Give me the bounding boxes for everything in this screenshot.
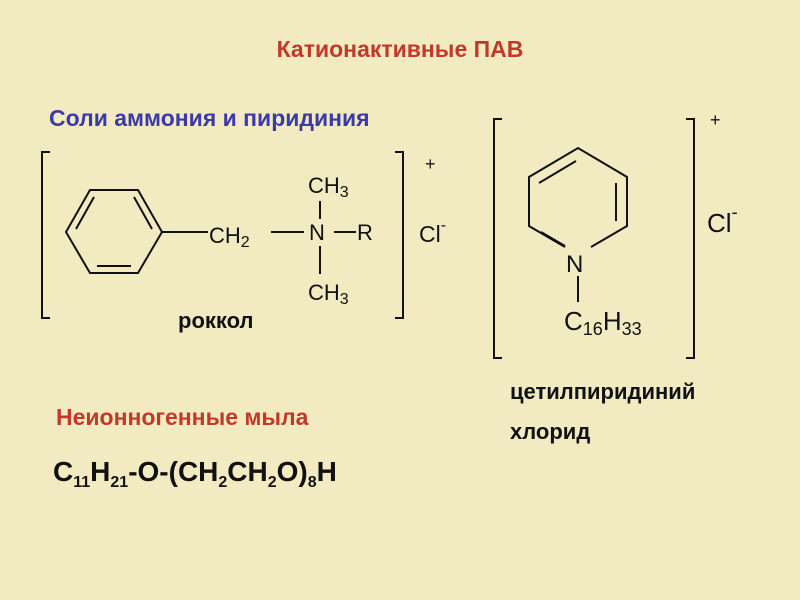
slide-title: Катионактивные ПАВ: [276, 36, 524, 62]
cetylpyridinium-structure: N C16H33 + Cl-: [493, 110, 738, 359]
nonionic-soaps-heading: Неионногенные мыла: [56, 404, 309, 430]
roccal-cation-charge: +: [425, 154, 436, 174]
ch2-group: CH2: [209, 223, 250, 251]
roccal-r-group: R: [357, 220, 373, 245]
roccal-nitrogen: N: [309, 220, 325, 245]
cetylpyridinium-left-bracket: [493, 118, 502, 359]
ch3-top-group: CH3: [308, 173, 349, 201]
cetylpyridinium-name-line2: хлорид: [510, 419, 591, 444]
ch3-bottom-group: CH3: [308, 280, 349, 308]
cetyl-chain: C16H33: [564, 306, 642, 339]
roccal-structure: CH2 CH3 CH3 N R + Cl-: [41, 151, 446, 319]
cetylpyridinium-chloride-anion: Cl-: [707, 202, 738, 238]
roccal-chloride-anion: Cl-: [419, 217, 446, 247]
pyridine-ring: [528, 146, 628, 248]
subtitle-ammonium-pyridinium-salts: Соли аммония и пиридиния: [49, 105, 370, 131]
cetylpyridinium-name-line1: цетилпиридиний: [510, 379, 696, 404]
nonionic-soap-formula: C11H21-O-(CH2CH2O)8H: [53, 456, 337, 491]
cetylpyridinium-right-bracket: [686, 118, 695, 359]
benzene-ring: [64, 189, 164, 274]
cetylpyridinium-cation-charge: +: [710, 110, 721, 130]
pyridinium-nitrogen: N: [566, 251, 583, 278]
roccal-right-bracket: [395, 151, 404, 319]
roccal-left-bracket: [41, 151, 50, 319]
roccal-name: роккол: [178, 308, 254, 333]
